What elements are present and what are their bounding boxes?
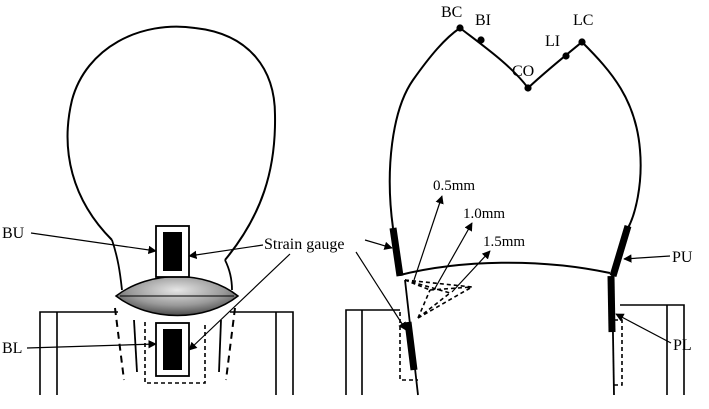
- strain-gauge-pu: [609, 224, 632, 278]
- label-strain-gauge: Strain gauge: [264, 236, 344, 253]
- root-dashed-right: [225, 307, 236, 381]
- base-block-left: [39, 311, 294, 395]
- label-pl: PL: [673, 337, 692, 354]
- strain-gauge-bl: [163, 329, 182, 370]
- label-bi: BI: [475, 12, 491, 29]
- point-lc: [578, 38, 586, 46]
- label-1-0mm: 1.0mm: [463, 206, 505, 222]
- gauge-area-box-right-a: [399, 312, 418, 381]
- proximal-view: BC BI CO LI LC 0.5mm 1.0mm 1.5mm PU: [345, 4, 693, 396]
- strain-gauge-left-crown: [389, 227, 404, 277]
- root-left-line: [133, 319, 138, 373]
- arrow-0-5mm: [413, 195, 444, 281]
- strain-gauge-bu: [163, 232, 182, 271]
- arrow-sg-bu: [188, 244, 264, 260]
- margin-depth-lines: [404, 279, 473, 319]
- label-1-5mm: 1.5mm: [483, 234, 525, 250]
- arrow-sg-bl: [188, 253, 291, 351]
- gauge-area-box-left: [144, 322, 206, 384]
- label-li: LI: [545, 33, 560, 50]
- label-bu: BU: [2, 225, 25, 242]
- label-co: CO: [512, 63, 534, 80]
- base-block-right: [345, 304, 685, 395]
- label-lc: LC: [573, 12, 593, 29]
- point-li: [562, 52, 570, 60]
- arrow-pu: [623, 254, 671, 263]
- strain-gauge-pl: [607, 275, 616, 333]
- point-bi: [477, 36, 485, 44]
- cervical-margin-line: [399, 261, 611, 276]
- strain-gauge-left-root: [404, 321, 418, 371]
- crown-outline-left: [66, 25, 277, 261]
- arrow-1-0mm: [433, 222, 473, 291]
- crown-left-side: [111, 239, 123, 291]
- point-co: [524, 84, 532, 92]
- arrow-bu: [30, 232, 157, 255]
- arrow-pl: [615, 313, 672, 344]
- arrow-sg-left-root: [355, 251, 407, 331]
- point-bc: [456, 24, 464, 32]
- root-dashed-left: [114, 307, 125, 381]
- label-bl: BL: [2, 340, 22, 357]
- crown-outline-right: [388, 26, 642, 229]
- arrow-bl: [26, 340, 157, 349]
- buccal-view: BU BL: [2, 25, 294, 395]
- label-pu: PU: [672, 249, 693, 266]
- label-0-5mm: 0.5mm: [433, 178, 475, 194]
- arrow-sg-left-crown: [364, 239, 393, 250]
- crown-right-side: [224, 259, 233, 291]
- label-bc: BC: [441, 4, 462, 21]
- root-right-line: [218, 319, 222, 373]
- arrow-1-5mm: [451, 250, 491, 293]
